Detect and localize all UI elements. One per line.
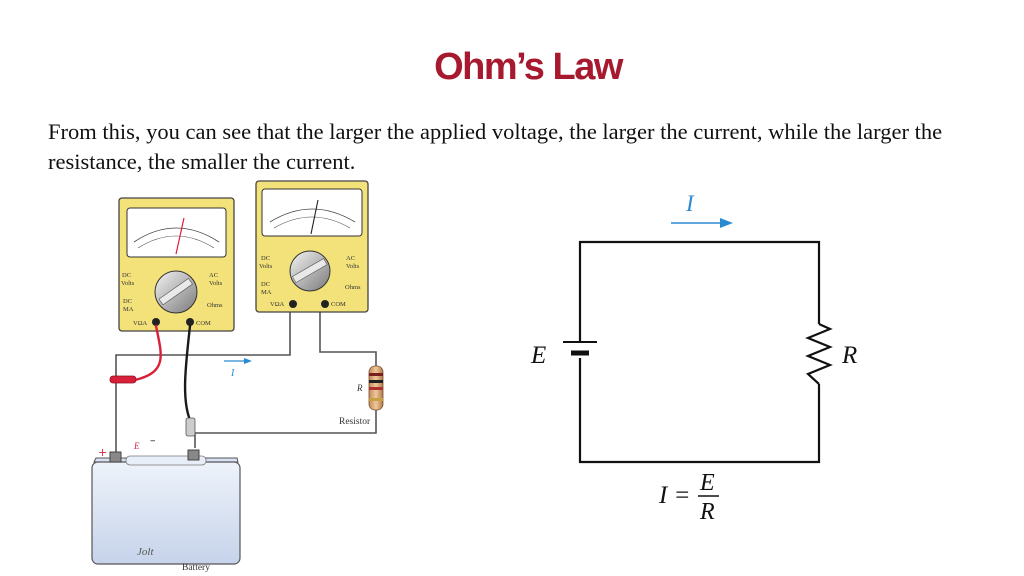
meter2-ac-volts: AC (346, 255, 355, 262)
formula-lhs: I = (658, 482, 690, 509)
meter1-dc-volts: DC (122, 272, 131, 279)
formula-denominator: R (699, 499, 715, 525)
meter2-vohma-jack: VΩA (270, 301, 285, 308)
source-label: E (530, 342, 546, 369)
test-leads (109, 324, 196, 437)
schematic-current-label: I (685, 191, 695, 216)
svg-text:Volts: Volts (121, 280, 135, 287)
slide-title: Ohm’s Law (434, 46, 623, 88)
resistor-component (368, 365, 384, 411)
svg-text:Volts: Volts (259, 263, 273, 270)
photo-current-arrow (224, 358, 252, 364)
battery-brand: Jolt (137, 546, 154, 558)
circuit-wires (115, 312, 377, 453)
ohms-law-formula: I = E R (658, 470, 719, 525)
schematic-current-arrow (671, 218, 733, 228)
meter1-ac-volts: AC (209, 272, 218, 279)
meter2-com-jack: COM (331, 301, 346, 308)
svg-text:MA: MA (261, 289, 272, 296)
formula-numerator: E (699, 470, 715, 496)
ammeter: DC Volts AC Volts DC MA Ohms VΩA COM (255, 180, 369, 313)
battery-component (91, 449, 241, 565)
body-text: From this, you can see that the larger t… (48, 119, 943, 174)
battery-plus-label: + (98, 446, 107, 459)
battery-emf-label: E (133, 441, 140, 451)
schematic-loop (578, 240, 821, 464)
resistor-caption: Resistor (339, 417, 371, 427)
meter2-dc-volts: DC (261, 255, 270, 262)
photo-resistor-symbol: R (356, 383, 363, 393)
meter1-vohma-jack: VΩA (133, 320, 148, 327)
battery-caption: Battery (182, 563, 210, 573)
svg-text:Volts: Volts (346, 263, 360, 270)
svg-text:Volts: Volts (209, 280, 223, 287)
resistor-label: R (841, 342, 857, 369)
meter2-dc-ma: DC (261, 281, 270, 288)
meter1-com-jack: COM (196, 320, 211, 327)
svg-text:MA: MA (123, 306, 134, 313)
meter2-ohms: Ohms (345, 284, 361, 291)
battery-minus-label: – (150, 434, 156, 447)
meter1-ohms: Ohms (207, 302, 223, 309)
photo-current-label: I (230, 368, 235, 379)
meter1-dc-ma: DC (123, 298, 132, 305)
battery-symbol (563, 341, 597, 356)
resistor-symbol (805, 322, 833, 385)
voltmeter: DC Volts AC Volts DC MA Ohms VΩA COM (118, 197, 235, 332)
